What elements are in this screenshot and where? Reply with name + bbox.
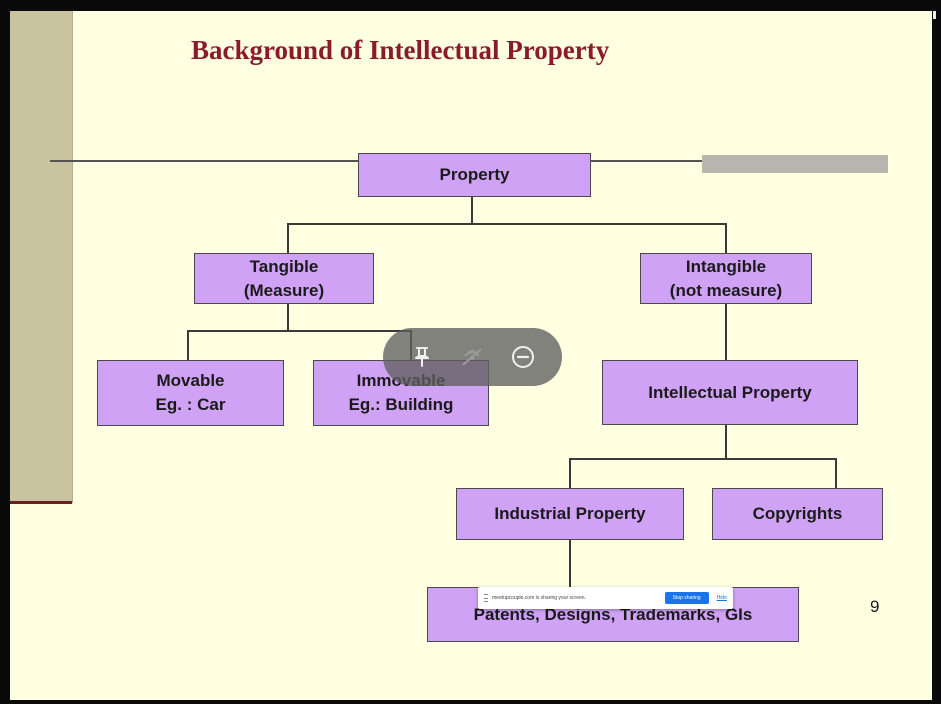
node-industrial-property-label: Industrial Property [494,504,646,523]
node-tangible: Tangible (Measure) [194,253,374,304]
node-intangible-line1: Intangible [685,256,767,276]
connector-industrial-down [569,539,571,588]
slide-left-decoration-bar [10,11,73,503]
connector-tangible-down [287,303,289,331]
connector-property-down [471,196,473,224]
node-industrial-property: Industrial Property [456,488,684,540]
node-copyrights: Copyrights [712,488,883,540]
node-tangible-line1: Tangible [249,256,319,276]
node-immovable-line2: Eg.: Building [348,395,454,414]
title-rule-grey-block [702,155,888,173]
node-intangible: Intangible (not measure) [640,253,812,304]
window-corner-mark [933,11,936,19]
slide-page-number: 9 [870,597,880,616]
stop-sharing-button[interactable]: Stop sharing [664,592,709,604]
connector-to-copyrights [835,458,837,488]
node-intangible-line2: (not measure) [669,280,783,300]
node-intellectual-property-label: Intellectual Property [648,382,812,402]
screen-share-notification: meetupcouple.com is sharing your screen.… [478,587,733,609]
minimize-icon[interactable] [508,342,538,372]
node-property: Property [358,153,591,197]
connector-to-movable [187,330,189,360]
node-tangible-line2: (Measure) [243,280,325,300]
drag-handle-icon[interactable] [484,594,488,602]
node-movable-line1: Movable [156,371,225,390]
floating-toolbar [383,328,562,386]
connector-to-tangible [287,223,289,253]
slide-left-bar-underline [10,501,72,504]
connector-level3-horizontal [569,458,837,460]
connector-intangible-down [725,303,727,360]
screen-share-message: meetupcouple.com is sharing your screen. [492,595,586,601]
slide-title: Background of Intellectual Property [191,35,610,65]
connector-to-intangible [725,223,727,253]
hide-share-bar-link[interactable]: Hide [716,595,727,601]
slide: Background of Intellectual Property Prop… [10,11,932,700]
node-intellectual-property: Intellectual Property [602,360,858,425]
connector-ip-down [725,424,727,459]
pin-icon[interactable] [407,342,437,372]
connector-level2-horizontal [187,330,412,332]
connector-level1-horizontal [287,223,727,225]
node-property-label: Property [439,165,510,184]
node-patents-label: Patents, Designs, Trademarks, GIs [473,604,753,624]
node-movable-line2: Eg. : Car [155,395,226,414]
node-copyrights-label: Copyrights [752,504,843,523]
mic-muted-icon[interactable] [457,342,487,372]
connector-to-industrial [569,458,571,488]
node-movable: Movable Eg. : Car [97,360,284,426]
